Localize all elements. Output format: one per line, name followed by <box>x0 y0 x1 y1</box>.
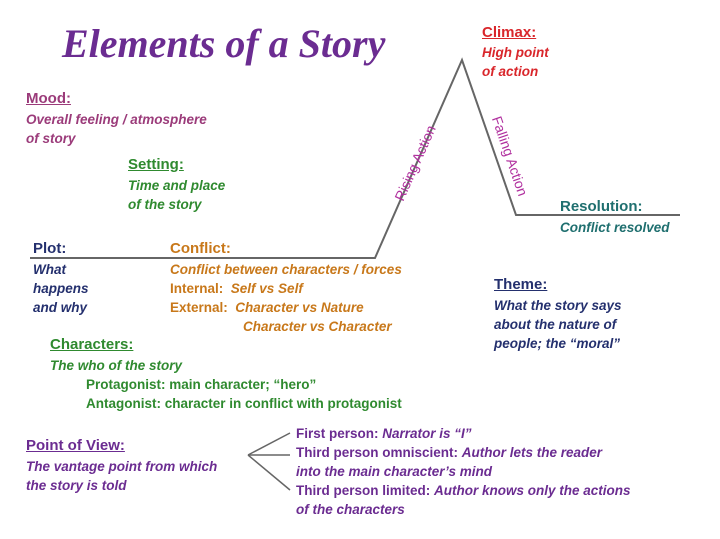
conflict-external-label: External: <box>170 300 228 315</box>
characters-section: Characters: The who of the story Protago… <box>50 336 402 413</box>
resolution-heading: Resolution: <box>560 198 643 215</box>
pov-branch-top <box>247 432 291 456</box>
pov-omni-label: Third person omniscient: <box>296 445 462 460</box>
setting-section: Setting: Time and place of the story <box>128 156 225 214</box>
conflict-internal-label: Internal: <box>170 281 224 296</box>
resolution-line: Conflict resolved <box>560 220 670 235</box>
pov-branch-bottom <box>247 454 291 491</box>
pov-types: First person: Narrator is “I” Third pers… <box>296 424 631 519</box>
mood-heading: Mood: <box>26 90 71 107</box>
climax-section: Climax: High point of action <box>482 24 549 81</box>
pov-heading: Point of View: <box>26 437 125 454</box>
setting-line-2: of the story <box>128 197 202 212</box>
conflict-external: External: Character vs Nature <box>170 298 402 317</box>
plot-line-3: and why <box>33 300 88 315</box>
pov-limited-label: Third person limited: <box>296 483 435 498</box>
pov-limited-value-1: Author knows only the actions <box>434 483 631 498</box>
conflict-heading: Conflict: <box>170 240 231 257</box>
plot-line-2: happens <box>33 281 89 296</box>
characters-heading: Characters: <box>50 336 134 353</box>
point-of-view-section: Point of View: The vantage point from wh… <box>26 437 217 495</box>
mood-line-2: of story <box>26 131 76 146</box>
theme-heading: Theme: <box>494 276 548 293</box>
theme-line-2: about the nature of <box>494 317 617 332</box>
pov-line-1: The vantage point from which <box>26 459 218 474</box>
plot-heading: Plot: <box>33 240 67 257</box>
plot-line-1: What <box>33 262 66 277</box>
climax-line-1: High point <box>482 45 549 60</box>
theme-section: Theme: What the story says about the nat… <box>494 276 622 353</box>
theme-line-3: people; the “moral” <box>494 336 621 351</box>
plot-section: Plot: What happens and why <box>33 240 89 317</box>
characters-line-1: The who of the story <box>50 358 183 373</box>
page-title: Elements of a Story <box>62 21 386 66</box>
pov-first-person: First person: Narrator is “I” <box>296 424 631 443</box>
characters-protagonist: Protagonist: main character; “hero” <box>86 377 317 392</box>
pov-first-value: Narrator is “I” <box>382 426 472 441</box>
pov-omni-value-2: into the main character’s mind <box>296 464 493 479</box>
characters-antagonist: Antagonist: character in conflict with p… <box>86 396 402 411</box>
pov-omni-value-1: Author lets the reader <box>461 445 603 460</box>
mood-line-1: Overall feeling / atmosphere <box>26 112 207 127</box>
climax-heading: Climax: <box>482 24 537 41</box>
mood-section: Mood: Overall feeling / atmosphere of st… <box>26 90 207 148</box>
setting-heading: Setting: <box>128 156 184 173</box>
pov-limited-value-2: of the characters <box>296 502 405 517</box>
pov-first-label: First person: <box>296 426 383 441</box>
pov-line-2: the story is told <box>26 478 127 493</box>
conflict-internal: Internal: Self vs Self <box>170 279 402 298</box>
conflict-internal-value: Self vs Self <box>230 281 303 296</box>
pov-third-limited: Third person limited: Author knows only … <box>296 481 631 500</box>
conflict-external-value-2: Character vs Character <box>243 319 392 334</box>
conflict-section: Conflict: Conflict between characters / … <box>170 240 402 336</box>
setting-line-1: Time and place <box>128 178 226 193</box>
conflict-external-value-1: Character vs Nature <box>235 300 364 315</box>
climax-line-2: of action <box>482 64 539 79</box>
plot-line <box>30 57 680 259</box>
resolution-section: Resolution: Conflict resolved <box>560 198 670 237</box>
theme-line-1: What the story says <box>494 298 622 313</box>
pov-third-omniscient: Third person omniscient: Author lets the… <box>296 443 631 462</box>
conflict-line-1: Conflict between characters / forces <box>170 262 402 277</box>
